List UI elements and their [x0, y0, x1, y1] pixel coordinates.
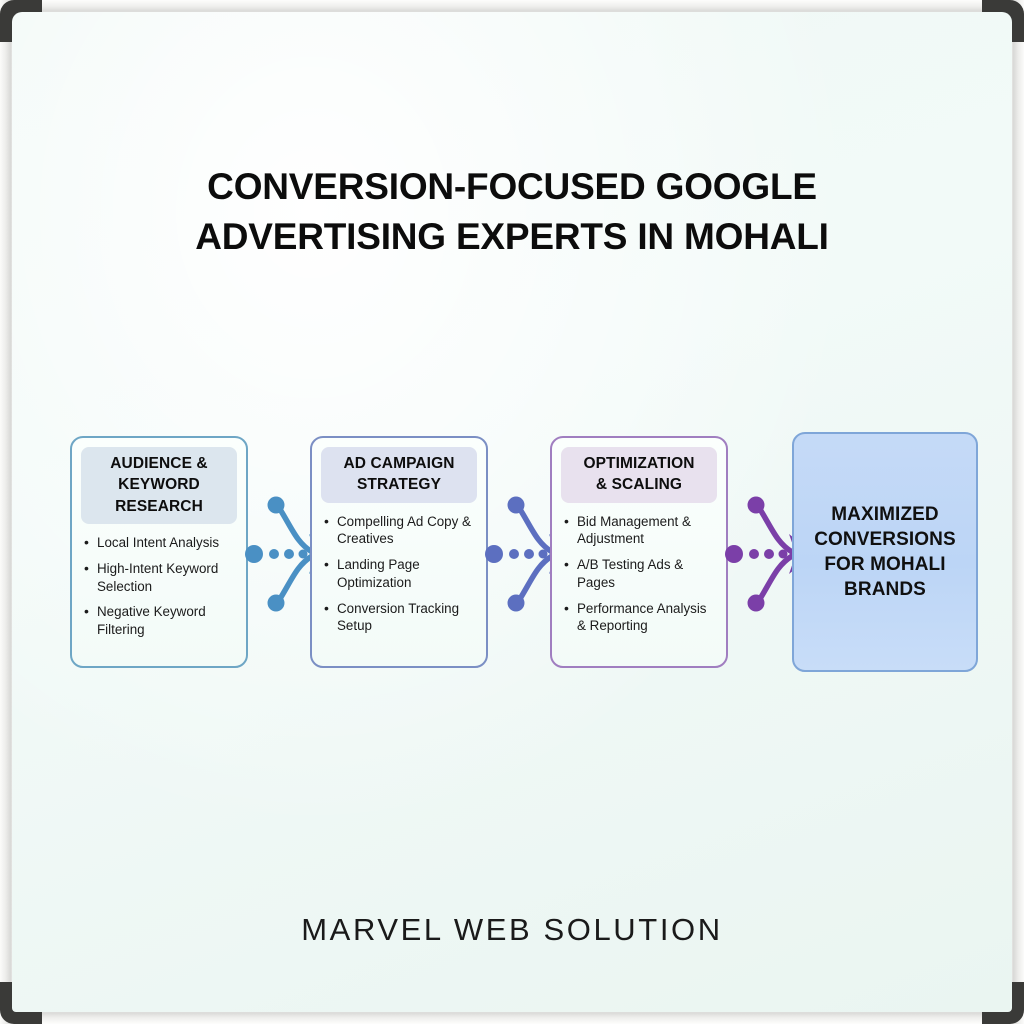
process-step-audience-keyword-research[interactable]: AUDIENCE & KEYWORD RESEARCH Local Intent…	[70, 436, 248, 668]
brand-footer: MARVEL WEB SOLUTION	[301, 912, 723, 947]
frame-trim-right	[1010, 0, 1024, 1024]
process-step-ad-campaign-strategy[interactable]: AD CAMPAIGN STRATEGY Compelling Ad Copy …	[310, 436, 488, 668]
frame-trim-bottom	[0, 1010, 1024, 1024]
list-item: Landing Page Optimization	[323, 555, 477, 591]
result-maximized-conversions[interactable]: MAXIMIZED CONVERSIONS FOR MOHALI BRANDS	[792, 432, 978, 672]
step-bullet-list-ad-campaign-strategy: Compelling Ad Copy & Creatives Landing P…	[321, 512, 477, 635]
whiteboard-surface: CONVERSION-FOCUSED GOOGLE ADVERTISING EX…	[12, 12, 1012, 1012]
result-line: BRANDS	[844, 579, 926, 601]
list-item: A/B Testing Ads & Pages	[563, 555, 717, 591]
step-header-line: OPTIMIZATION	[583, 455, 695, 472]
result-line: CONVERSIONS	[814, 528, 956, 550]
list-item: Conversion Tracking Setup	[323, 598, 477, 635]
process-step-optimization-scaling[interactable]: OPTIMIZATION & SCALING Bid Management & …	[550, 436, 728, 668]
step-header-line: & SCALING	[595, 476, 683, 494]
step-header-line: AUDIENCE &	[110, 455, 208, 472]
step-header-line: STRATEGY	[356, 476, 442, 494]
page-title-line-2: ADVERTISING EXPERTS IN MOHALI	[195, 215, 829, 257]
result-line: FOR MOHALI	[824, 554, 946, 575]
process-flow-diagram: AUDIENCE & KEYWORD RESEARCH Local Intent…	[62, 432, 986, 672]
result-label: MAXIMIZED CONVERSIONS FOR MOHALI BRANDS	[814, 502, 956, 602]
page-title: CONVERSION-FOCUSED GOOGLE ADVERTISING EX…	[12, 162, 1012, 261]
step-header-optimization-scaling: OPTIMIZATION & SCALING	[561, 447, 717, 503]
list-item: High-Intent Keyword Selection	[83, 559, 237, 595]
step-bullet-list-optimization-scaling: Bid Management & Adjustment A/B Testing …	[561, 512, 717, 635]
step-header-line: AD CAMPAIGN	[343, 455, 455, 472]
step-header-ad-campaign-strategy: AD CAMPAIGN STRATEGY	[321, 447, 477, 503]
list-item: Negative Keyword Filtering	[83, 602, 237, 638]
step-header-line: KEYWORD	[118, 476, 200, 494]
step-bullet-list-audience-keyword-research: Local Intent Analysis High-Intent Keywor…	[81, 533, 237, 638]
list-item: Compelling Ad Copy & Creatives	[323, 512, 477, 548]
step-header-audience-keyword-research: AUDIENCE & KEYWORD RESEARCH	[81, 447, 237, 525]
page-title-line-1: CONVERSION-FOCUSED GOOGLE	[207, 166, 817, 207]
list-item: Local Intent Analysis	[83, 533, 237, 552]
result-line: MAXIMIZED	[831, 503, 939, 525]
step-header-line: RESEARCH	[115, 497, 203, 515]
list-item: Bid Management & Adjustment	[563, 512, 717, 548]
list-item: Performance Analysis & Reporting	[563, 598, 717, 635]
